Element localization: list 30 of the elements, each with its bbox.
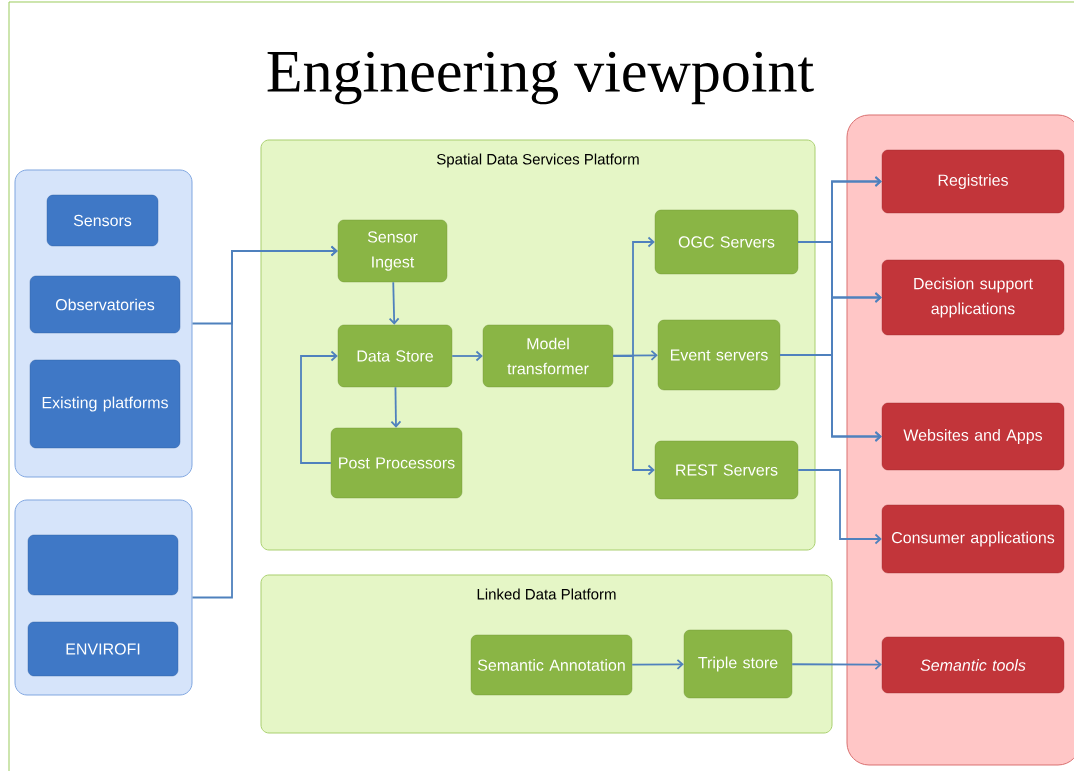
arrow [791,659,882,670]
process-box: Post Processors [330,427,463,499]
source-box: Sensors [46,194,159,247]
process-box: Semantic Annotation [470,634,633,696]
source-box: Existing platforms [29,359,181,449]
arrow [191,245,338,599]
arrow [631,658,684,670]
arrow [300,350,338,464]
process-box: REST Servers [654,440,799,500]
source-box: Observatories [29,275,181,334]
source-box [27,534,179,596]
process-box: Data Store [337,324,453,388]
process-box: Model transformer [482,324,614,388]
consumer-box: Registries [881,149,1065,214]
source-box: ENVIROFI [27,621,179,677]
arrow [388,281,400,325]
process-box: Event servers [657,319,781,391]
arrow [390,386,402,428]
arrow [779,354,882,442]
consumer-box: Semantic tools [881,636,1065,694]
consumer-box: Decision support applications [881,259,1065,336]
process-box: OGC Servers [654,209,799,275]
title: Engineering viewpoint [267,51,814,105]
arrow [451,350,483,362]
arrow [797,469,882,545]
consumer-box: Consumer applications [881,504,1065,574]
arrow [612,355,655,476]
consumer-box: Websites and Apps [881,402,1065,471]
process-box: Triple store [683,629,793,699]
process-box: Sensor Ingest [337,219,448,283]
